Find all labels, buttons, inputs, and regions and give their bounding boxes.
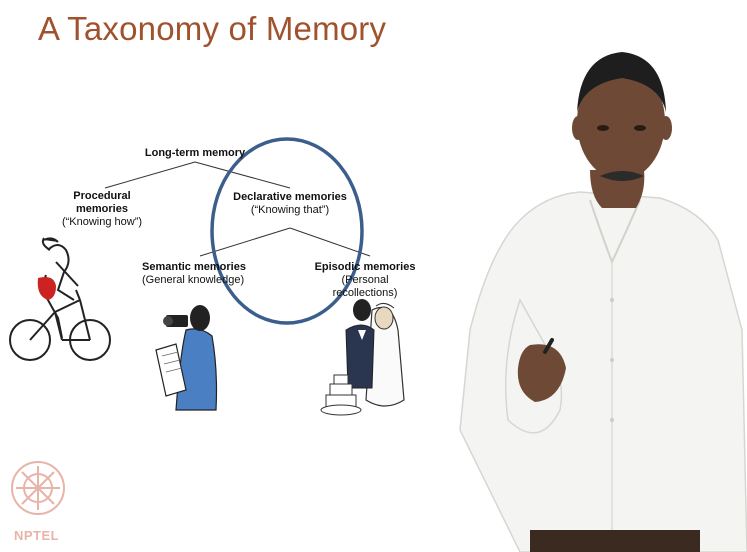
presenter (459, 52, 747, 552)
node-semantic-memories: Semantic memories (General knowledge) (142, 261, 262, 287)
node-semantic-subtitle: (General knowledge) (142, 274, 245, 286)
node-episodic-subtitle2: recollections) (332, 287, 398, 299)
photographer-illustration (155, 305, 218, 411)
tree-line-declarative-episodic (289, 227, 371, 257)
node-long-term-memory-title: Long-term memory (144, 147, 246, 159)
tree-line-root-declarative (194, 161, 291, 189)
node-episodic-title: Episodic memories (314, 261, 416, 273)
node-procedural-title2: memories (76, 203, 128, 215)
highlight-circle (210, 137, 364, 325)
node-declarative-memories: Declarative memories (“Knowing that”) (225, 191, 355, 217)
node-long-term-memory: Long-term memory (135, 147, 255, 160)
node-semantic-title: Semantic memories (142, 261, 246, 273)
cyclist-illustration (9, 237, 111, 361)
slide-title: A Taxonomy of Memory (38, 10, 387, 47)
node-procedural-title: Procedural (73, 190, 131, 202)
tree-line-root-procedural (104, 161, 196, 189)
node-procedural-subtitle: (“Knowing how”) (61, 216, 143, 228)
node-episodic-memories: Episodic memories (Personal recollection… (305, 261, 425, 300)
node-declarative-subtitle: (“Knowing that”) (250, 204, 330, 216)
nptel-logo-text: NPTEL (14, 528, 60, 543)
wedding-couple-illustration (320, 299, 405, 416)
nptel-logo-emblem (11, 461, 65, 515)
node-procedural-memories: Procedural memories (“Knowing how”) (52, 190, 152, 229)
cyclist-red-shorts (37, 277, 56, 300)
node-declarative-title: Declarative memories (233, 191, 347, 203)
node-episodic-subtitle: (Personal (341, 274, 389, 286)
